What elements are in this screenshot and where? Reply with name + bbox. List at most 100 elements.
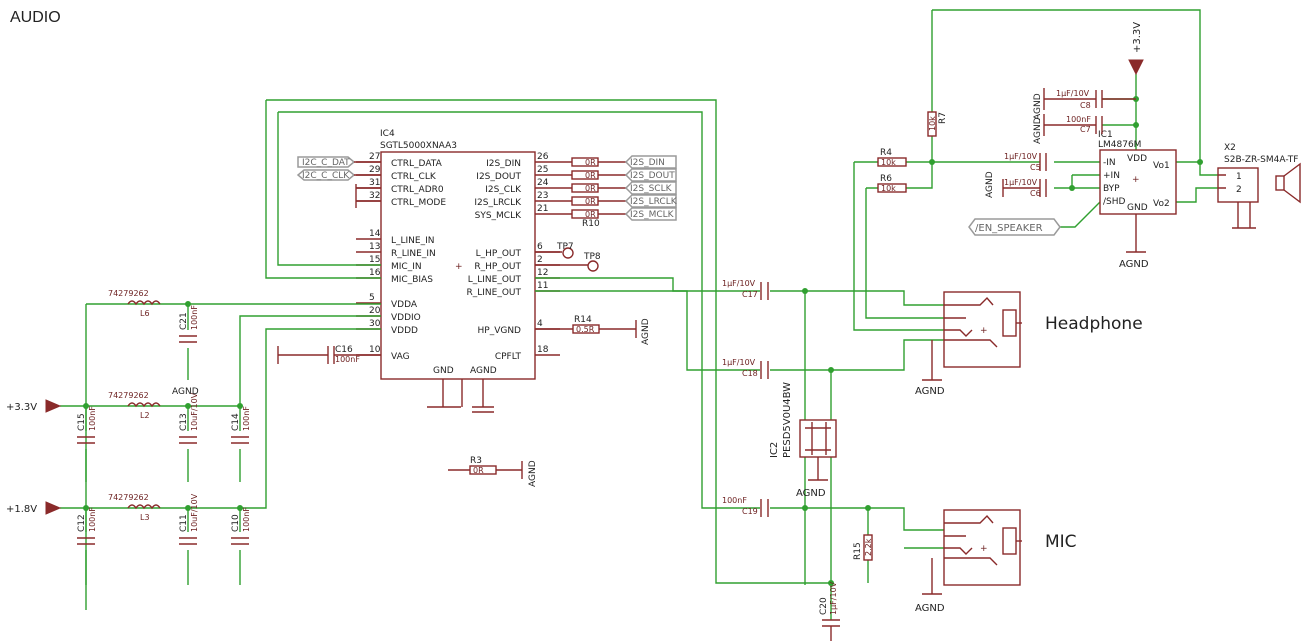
ic4-pin-name-left: MIC_IN	[391, 262, 422, 272]
r10-ref: R10	[582, 219, 600, 229]
cap-value: 100nF	[88, 406, 97, 431]
r14-ref: R14	[574, 315, 592, 325]
ic4-pin-name-right: I2S_DIN	[486, 159, 521, 169]
ic4-pin-num-left: 27	[369, 152, 380, 162]
ic4-codec[interactable]: IC4 SGTL5000XNAA3 27CTRL_DATA29CTRL_CLK3…	[356, 129, 560, 413]
i2s-label-text: I2S_MCLK	[630, 210, 675, 220]
x2-connector[interactable]: 1 2 X2 S2B-ZR-SM4A-TF	[1217, 143, 1301, 229]
r6-ref: R6	[880, 174, 892, 184]
cap-plates	[179, 335, 197, 343]
c16-ref: C16	[335, 345, 353, 355]
ic4-origin-cross: +	[455, 262, 463, 272]
coupling-cap-ref: C17	[742, 290, 758, 299]
i2s-label-text: I2S_LRCLK	[630, 197, 678, 207]
i2s-label-text: I2S_SCLK	[630, 184, 673, 194]
ic4-pin-num-right: 24	[537, 178, 549, 188]
ic1-amplifier[interactable]: IC1 LM4876M -IN +IN BYP /SHD VDD Vo1 Vo2…	[1098, 130, 1177, 270]
r3-value: 0R	[473, 466, 484, 475]
ic4-pin-name-right: HP_VGND	[478, 326, 522, 336]
ic4-pin-name-left: L_LINE_IN	[391, 236, 435, 246]
ic4-pin-name-left: CTRL_DATA	[391, 159, 443, 169]
ic4-pin-num-left: 13	[369, 242, 380, 252]
c8-value: 1µF/10V	[1056, 89, 1090, 98]
cap-plates	[77, 537, 95, 545]
cap-plates	[179, 537, 197, 545]
coupling-cap-value: 1µF/10V	[722, 358, 756, 367]
c16-value: 100nF	[335, 355, 360, 364]
i2s-resistor-value: 0R	[585, 171, 596, 180]
r15: 2.2k R15	[853, 534, 873, 561]
ic4-pin-name-left: VDDIO	[391, 313, 421, 323]
c5-value: 1µF/10V	[1004, 152, 1038, 161]
cap-value: 100nF	[242, 406, 251, 431]
r3-ref: R3	[470, 456, 482, 466]
ic4-pin-num-left: 14	[369, 229, 381, 239]
agnd-r14: AGND	[641, 318, 651, 345]
cap-ref: C10	[231, 514, 241, 532]
agnd-ic2: AGND	[796, 488, 826, 499]
i2s-resistor	[571, 157, 599, 167]
x2-pin1: 1	[1236, 172, 1242, 182]
cap-plates	[231, 436, 249, 444]
coupling-cap	[760, 499, 769, 517]
r7-value: 10k	[928, 116, 937, 131]
inductor-value: 74279262	[108, 289, 149, 298]
power-wires	[60, 99, 831, 610]
cap-ref: C11	[179, 514, 189, 532]
mic-jack[interactable]: + MIC AGND	[915, 509, 1077, 614]
cap-plates	[179, 436, 197, 444]
agnd-c21: AGND	[172, 387, 199, 397]
agnd-c6: AGND	[985, 171, 995, 198]
test-points: TP7 TP8	[535, 242, 601, 272]
supply-33-left: +3.3V	[6, 399, 62, 413]
r15-value: 2.2k	[864, 538, 873, 556]
inductor-value: 74279262	[108, 493, 149, 502]
i2s-resistor	[571, 196, 599, 206]
r3: 0R R3 AGND	[448, 456, 538, 487]
agnd-headphone: AGND	[915, 386, 945, 397]
r7-ref: R7	[938, 112, 948, 124]
i2s-label-box	[624, 207, 677, 221]
r14: 0.5R R14 AGND	[535, 315, 651, 345]
ic4-pin-num-left: 32	[369, 191, 380, 201]
ic4-pin-name-left: VDDA	[391, 300, 418, 310]
supply-33-label: +3.3V	[6, 402, 37, 413]
c5-ref: C5	[1030, 163, 1041, 172]
ic4-pin-gnd: GND	[433, 366, 454, 376]
ic4-pin-num-right: 25	[537, 165, 548, 175]
inductor-ref: L3	[140, 513, 150, 522]
ic1-pin-vdd: VDD	[1127, 154, 1147, 164]
cap-ref: C15	[77, 413, 87, 431]
i2s-resistor-value: 0R	[585, 158, 596, 167]
ic1-pin-vo2: Vo2	[1153, 199, 1170, 209]
c7-ref: C7	[1080, 125, 1091, 134]
ic2-part: PESD5V0U4BW	[782, 382, 793, 458]
r6-value: 10k	[881, 184, 896, 193]
agnd-c8: AGND	[1033, 93, 1043, 120]
inductor-value: 74279262	[108, 391, 149, 400]
headphone-jack[interactable]: + Headphone AGND	[915, 291, 1143, 397]
ic1-part: LM4876M	[1098, 140, 1141, 150]
ic4-ref: IC4	[380, 129, 395, 139]
i2s-label-text: I2S_DIN	[630, 158, 665, 168]
coupling-cap	[760, 282, 769, 300]
headphone-label: Headphone	[1045, 314, 1143, 334]
ic1-pin-byp: BYP	[1103, 184, 1120, 194]
i2s-label-box	[624, 155, 677, 169]
ic4-pin-name-right: L_LINE_OUT	[468, 275, 522, 285]
cap-ref: C13	[179, 413, 189, 431]
x2-part: S2B-ZR-SM4A-TF	[1224, 155, 1298, 165]
mic-label: MIC	[1045, 532, 1077, 552]
tp8-label: TP8	[583, 252, 601, 262]
ic1-pin-gnd: GND	[1127, 203, 1148, 213]
ic1-cross: +	[1132, 175, 1140, 185]
c20-ref: C20	[819, 597, 829, 615]
supply-18-left: +1.8V	[6, 501, 62, 515]
ic4-pin-name-right: SYS_MCLK	[475, 211, 522, 221]
inductor-coil	[127, 300, 161, 306]
ic4-pin-num-right: 11	[537, 281, 548, 291]
ic2-esd[interactable]: IC2 PESD5V0U4BW AGND	[769, 382, 837, 499]
